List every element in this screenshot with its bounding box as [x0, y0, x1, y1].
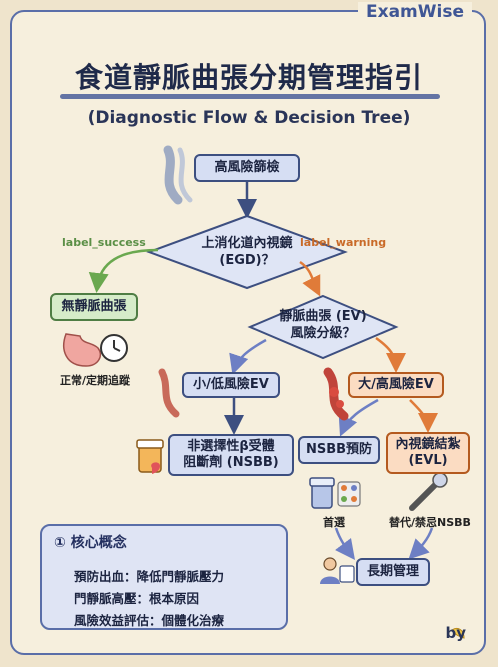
arrow-egd-ev: [299, 260, 321, 297]
evl-label-line2: (EVL): [408, 453, 448, 468]
arrow-first-longterm: [334, 527, 355, 561]
long-term-box: 長期管理: [356, 558, 430, 586]
medication-icon: [309, 477, 361, 509]
arrow-alt-longterm: [408, 527, 434, 560]
legend-row-bleeding: 預防出血：降低門靜脈壓力: [74, 569, 225, 584]
patient-calendar-icon: [320, 557, 355, 584]
band-ligation-icon: [409, 472, 448, 511]
core-concepts-panel: ① 核心概念: [40, 524, 288, 630]
arrow-large-evl: [409, 399, 438, 433]
small-vein-icon: [158, 368, 180, 418]
arrow-ev-large: [375, 336, 406, 373]
nsbb-prevent-box: NSBB預防: [298, 436, 380, 464]
arrow-egd-novarices: [88, 248, 159, 293]
nsbb-label-line1: 非選擇性β受體: [187, 438, 275, 454]
stomach-icon: [63, 333, 102, 367]
arrow-large-nsbbprevent: [338, 398, 379, 437]
ev-diamond: [247, 294, 399, 360]
legend-row-risk-benefit: 風險效益評估：個體化治療: [74, 613, 225, 628]
banana-icon: [451, 627, 465, 639]
legend-row-portal-hypertension: 門靜脈高壓：根本原因: [74, 591, 200, 606]
alt-choice-caption: 替代/禁忌NSBB: [389, 516, 471, 529]
warning-edge-label: label_warning: [300, 236, 387, 249]
no-varices-box: 無靜脈曲張: [50, 293, 138, 321]
first-choice-caption: 首選: [323, 516, 345, 529]
success-edge-label: label_success: [62, 236, 146, 249]
brand-logo: ExamWise: [358, 2, 472, 22]
pill-bottle-icon: [136, 439, 164, 474]
ev-label-line1: 靜脈曲張 (EV): [279, 309, 367, 324]
esophagus-illustration: [163, 145, 193, 205]
small-ev-box: 小/低風險EV: [182, 372, 280, 398]
small-ev-label: 小/低風險EV: [193, 376, 269, 392]
large-ev-label: 大/高風險EV: [358, 376, 434, 392]
nsbb-prevent-label: NSBB預防: [305, 441, 373, 457]
no-varices-label: 無靜脈曲張: [61, 298, 127, 314]
large-vein-icon: [323, 367, 349, 421]
title-underline: [60, 94, 440, 99]
core-concepts-title: ① 核心概念: [54, 535, 127, 551]
arrow-ev-small: [229, 338, 267, 375]
nsbb-label-line2: 阻斷劑 (NSBB): [183, 455, 279, 470]
nsbb-box: 非選擇性β受體 阻斷劑 (NSBB): [168, 434, 294, 476]
ev-label-line2: 風險分級？: [290, 325, 356, 341]
screening-label: 高風險篩檢: [214, 159, 280, 175]
page-subtitle: (Diagnostic Flow & Decision Tree): [87, 108, 411, 128]
long-term-label: 長期管理: [366, 563, 419, 579]
large-ev-box: 大/高風險EV: [348, 372, 444, 398]
footer-credit: by: [445, 624, 466, 642]
egd-decision: 上消化道內視鏡 (EGD)？: [161, 236, 333, 270]
evl-box: 內視鏡結紮 (EVL): [386, 432, 470, 474]
egd-label-line2: (EGD)？: [219, 252, 275, 268]
egd-label-line1: 上消化道內視鏡: [201, 236, 293, 251]
no-varices-caption: 正常/定期追蹤: [59, 374, 131, 387]
egd-diamond: [146, 214, 348, 290]
ev-decision: 靜脈曲張 (EV) 風險分級？: [253, 309, 393, 343]
clock-icon: [100, 334, 128, 362]
page-title: 食道靜脈曲張分期管理指引: [74, 61, 423, 94]
screening-box: 高風險篩檢: [194, 154, 300, 182]
evl-label-line1: 內視鏡結紮: [395, 436, 461, 452]
